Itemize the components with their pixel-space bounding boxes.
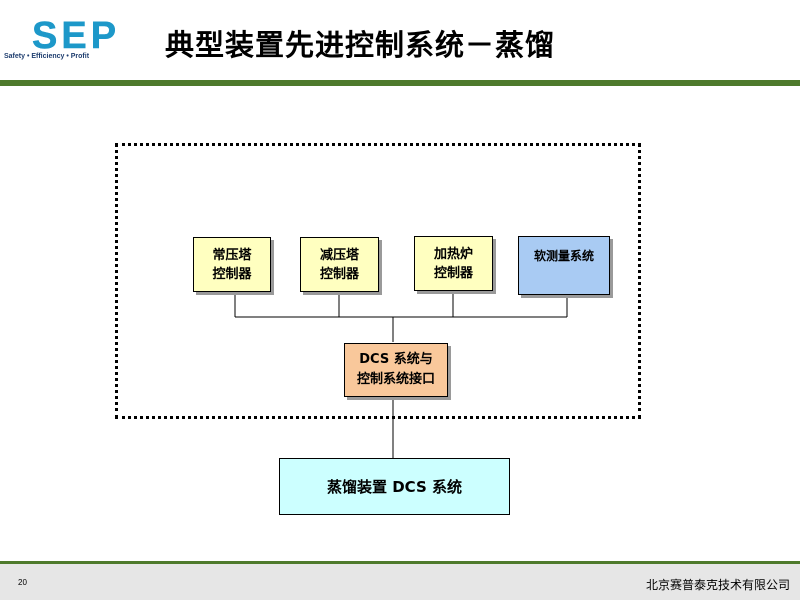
page-number: 20	[18, 578, 27, 587]
interface-label-line1: DCS 系统与	[359, 352, 433, 367]
soft-sensor-label: 软测量系统	[533, 249, 594, 263]
controller-box-atmospheric-tower: 常压塔 控制器	[193, 237, 271, 292]
controller-label-line1: 加热炉	[433, 246, 473, 262]
logo-tagline: Safety • Efficiency • Profit	[4, 53, 90, 60]
company-name: 北京赛普泰克技术有限公司	[645, 578, 790, 592]
controller-label-line1: 常压塔	[212, 247, 252, 263]
logo-wordmark: SEP	[32, 18, 120, 52]
controller-label-line1: 减压塔	[319, 247, 359, 263]
footer-bar	[0, 564, 800, 600]
dcs-label: 蒸馏装置 DCS 系统	[327, 478, 462, 496]
interface-label-line2: 控制系统接口	[356, 372, 435, 387]
controller-label-line2: 控制器	[212, 266, 252, 282]
footer-divider	[0, 561, 800, 564]
distillation-dcs-box: 蒸馏装置 DCS 系统	[279, 458, 510, 515]
sep-logo-icon: SEP	[32, 18, 120, 52]
control-system-boundary	[115, 143, 641, 419]
controller-box-vacuum-tower: 减压塔 控制器	[300, 237, 379, 292]
page-title: 典型装置先进控制系统－蒸馏	[165, 28, 556, 62]
soft-sensor-box: 软测量系统	[518, 236, 610, 295]
sep-logo: SEP	[30, 18, 150, 66]
controller-box-heating-furnace: 加热炉 控制器	[414, 236, 493, 291]
dcs-interface-box: DCS 系统与 控制系统接口	[344, 343, 448, 397]
header-divider	[0, 80, 800, 86]
controller-label-line2: 控制器	[433, 265, 473, 281]
controller-label-line2: 控制器	[319, 266, 359, 282]
